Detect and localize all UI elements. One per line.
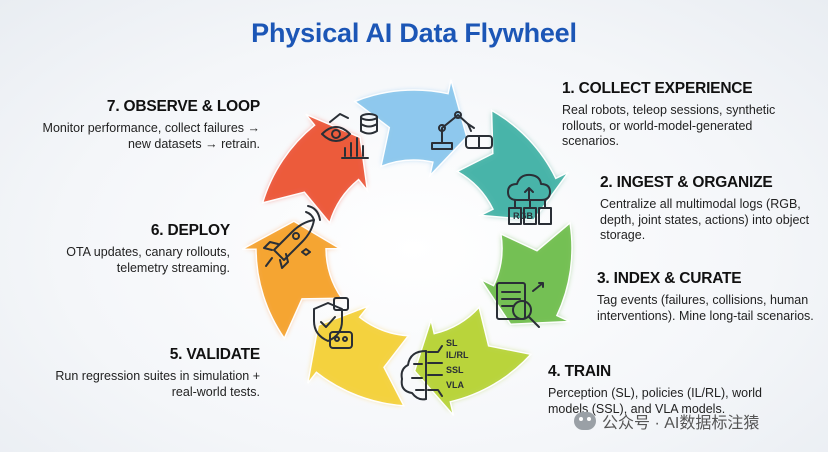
step-title: 7. OBSERVE & LOOP (106, 98, 260, 115)
train-label-il-rl: IL/RL (446, 350, 469, 360)
step-description: OTA updates, canary rollouts, telemetry … (66, 245, 230, 275)
flywheel-segment-6 (241, 220, 344, 340)
step-description: Monitor performance, collect failures → … (42, 121, 260, 151)
step-description: Perception (SL), policies (IL/RL), world… (548, 386, 762, 416)
train-label-sl: SL (446, 338, 458, 348)
step-title: 5. VALIDATE (169, 346, 260, 363)
ingest-rgb-label: RGB (513, 211, 534, 221)
watermark-text: 公众号 · AI数据标注猿 (602, 415, 760, 432)
neural-brain-icon (400, 345, 443, 401)
step-title: 4. TRAIN (548, 363, 611, 380)
step-title: 3. INDEX & CURATE (597, 270, 742, 287)
step-description: Centralize all multimodal logs (RGB, dep… (600, 197, 810, 242)
step-description: Tag events (failures, collisions, human … (597, 293, 814, 323)
flywheel-segment-2 (455, 109, 570, 221)
rocket-icon (263, 205, 321, 269)
flywheel-segment-5 (307, 304, 410, 407)
page-title: Physical AI Data Flywheel (251, 18, 577, 48)
step-index-curate: 3. INDEX & CURATE Tag events (failures, … (597, 270, 817, 324)
flywheel-segment-1 (353, 79, 468, 179)
step-deploy: 6. DEPLOY OTA updates, canary rollouts, … (30, 222, 230, 276)
step-ingest-organize: 2. INGEST & ORGANIZE Centralize all mult… (600, 174, 820, 244)
cloud-storage-icon (507, 173, 552, 225)
search-document-icon (496, 282, 544, 328)
step-collect-experience: 1. COLLECT EXPERIENCE Real robots, teleo… (562, 80, 802, 150)
shield-check-icon (313, 297, 353, 349)
watermark: 公众号 · AI数据标注猿 (574, 409, 759, 433)
flywheel-segment-7 (261, 113, 369, 225)
step-observe-loop: 7. OBSERVE & LOOP Monitor performance, c… (40, 98, 261, 152)
step-title: 1. COLLECT EXPERIENCE (562, 80, 753, 97)
wechat-icon (574, 412, 596, 430)
eye-chart-database-icon (321, 113, 378, 159)
step-description: Real robots, teleop sessions, synthetic … (562, 103, 776, 148)
step-train: 4. TRAIN Perception (SL), policies (IL/R… (548, 363, 788, 417)
flywheel-segment-3 (478, 221, 573, 325)
step-title: 6. DEPLOY (150, 222, 230, 239)
robot-arm-headset-icon (431, 111, 493, 150)
train-label-vla: VLA (446, 380, 465, 390)
train-label-ssl: SSL (446, 365, 464, 375)
step-description: Run regression suites in simulation + re… (55, 369, 260, 399)
flywheel-segment-4 (413, 305, 533, 416)
step-title: 2. INGEST & ORGANIZE (600, 174, 773, 191)
step-validate: 5. VALIDATE Run regression suites in sim… (40, 346, 260, 400)
